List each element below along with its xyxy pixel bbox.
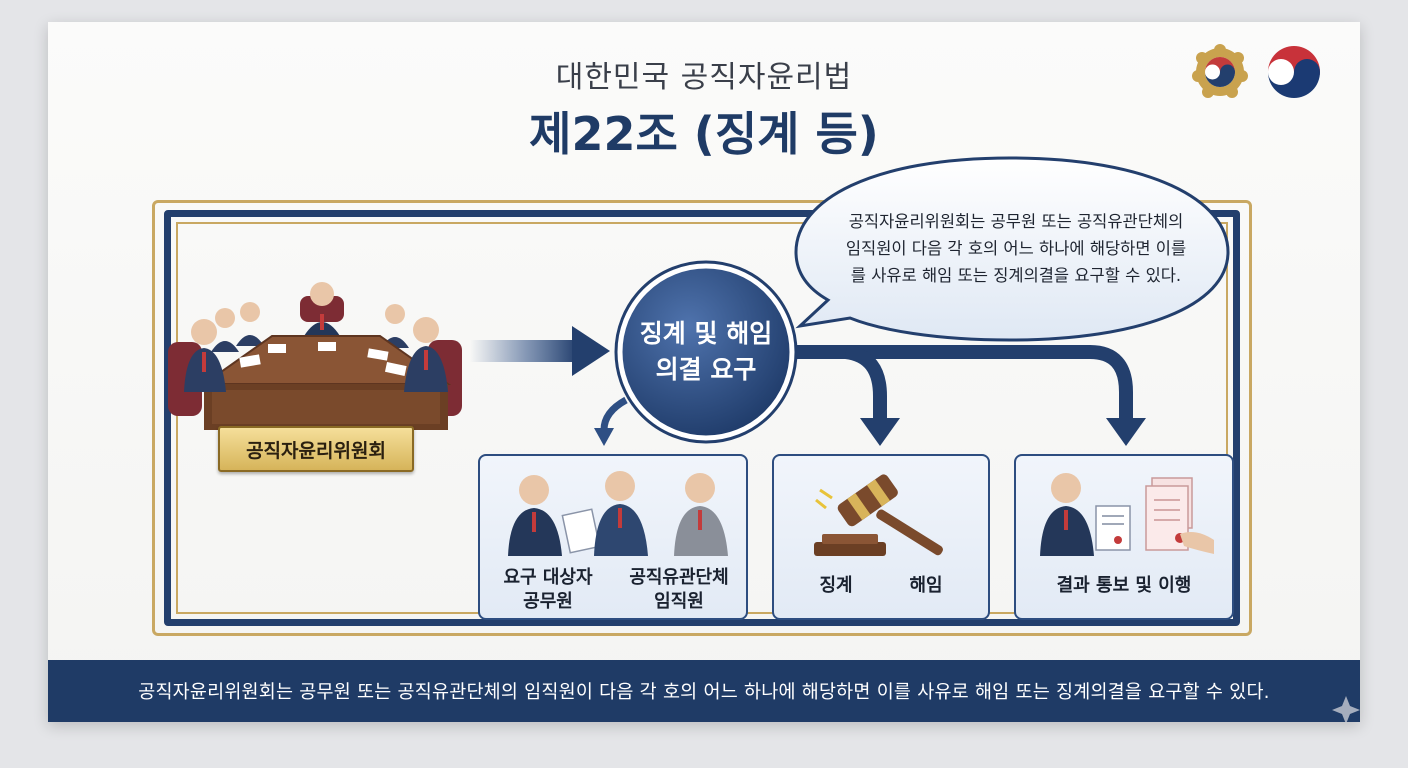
summary-banner-text: 공직자윤리위원회는 공무원 또는 공직유관단체의 임직원이 다음 각 호의 어느… xyxy=(138,682,1270,703)
targets-right-line-2: 임직원 xyxy=(654,591,704,612)
targets-left-line-1: 요구 대상자 xyxy=(503,567,593,588)
law-subtitle: 대한민국 공직자윤리법 xyxy=(555,60,853,95)
arrow-to-request xyxy=(470,326,610,376)
speech-bubble-text: 공직자윤리위원회는 공무원 또는 공직유관단체의 임직원이 다음 각 호의 어느… xyxy=(822,208,1210,289)
summary-banner: 공직자윤리위원회는 공무원 또는 공직유관단체의 임직원이 다음 각 호의 어느… xyxy=(48,660,1360,722)
bubble-line: 공직자윤리위원회는 공무원 또는 공직유관단체의 xyxy=(848,212,1184,231)
targets-right-line-1: 공직유관단체 xyxy=(629,567,729,588)
navy-frame xyxy=(164,210,1240,626)
discipline-label: 징계 xyxy=(819,575,853,596)
arrow-to-targets xyxy=(594,396,628,446)
request-circle-text: 징계 및 해임 의결 요구 xyxy=(618,316,794,388)
committee-plaque: 공직자윤리위원회 xyxy=(218,426,414,472)
bubble-line: 를 사유로 해임 또는 징계의결을 요구할 수 있다. xyxy=(850,266,1182,285)
dismissal-label: 해임 xyxy=(909,575,943,596)
targets-left-label: 요구 대상자 공무원 xyxy=(488,566,608,614)
request-line-1: 징계 및 해임 xyxy=(639,319,773,348)
speech-bubble xyxy=(794,156,1230,342)
committee-meeting-illustration xyxy=(168,282,462,430)
targets-right-label: 공직유관단체 임직원 xyxy=(614,566,744,614)
request-circle xyxy=(617,263,795,441)
outer-gold-frame xyxy=(152,200,1252,636)
targets-left-line-2: 공무원 xyxy=(523,591,573,612)
bubble-line: 임직원이 다음 각 호의 어느 하나에 해당하면 이를 xyxy=(845,239,1187,258)
arrow-to-discipline-and-result xyxy=(796,345,1146,446)
result-label: 결과 통보 및 이행 xyxy=(1056,575,1192,596)
request-line-2: 의결 요구 xyxy=(655,355,757,384)
article-title: 제22조 (징계 등) xyxy=(529,107,879,161)
government-seal-icon xyxy=(1192,44,1248,98)
taegeuk-logo-icon xyxy=(1268,46,1320,98)
